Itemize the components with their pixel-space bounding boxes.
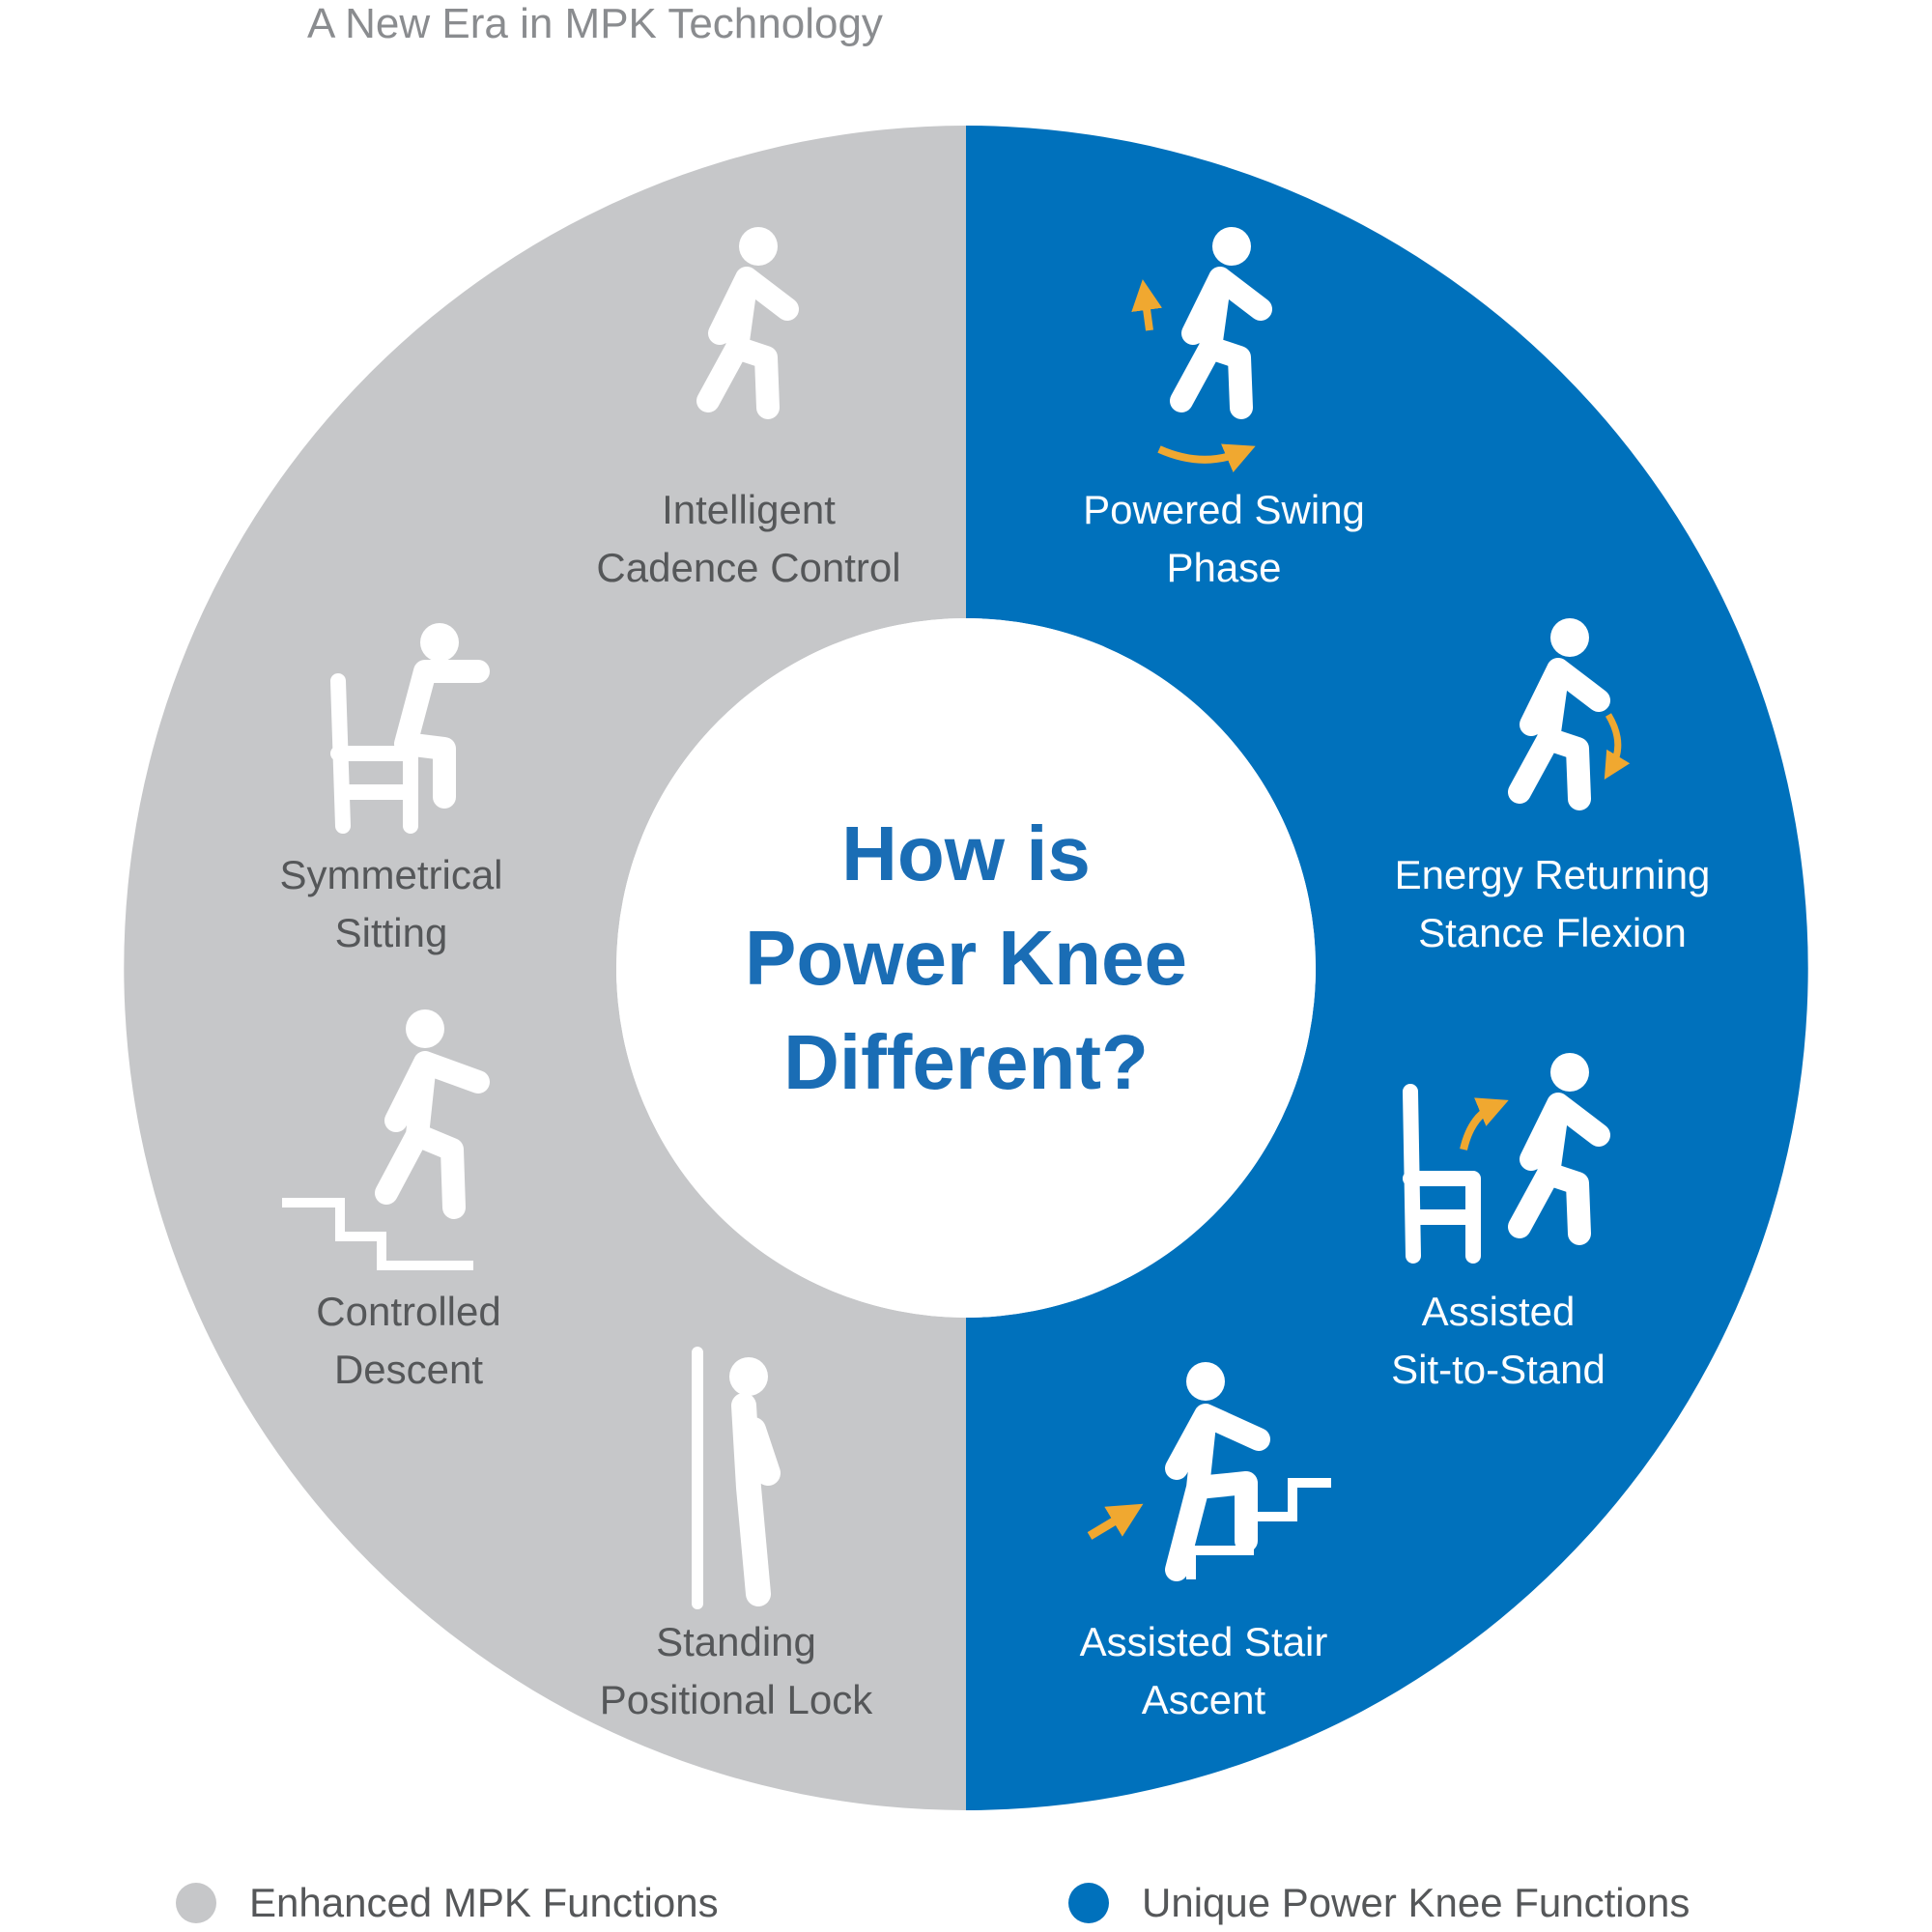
function-label-line-2: Stance Flexion [1418, 910, 1687, 955]
legend-unique: Unique Power Knee Functions [1068, 1874, 1690, 1932]
function-label-line-1: Assisted Stair [1079, 1619, 1328, 1664]
unique-function-label: Assisted Sit-to-Stand [1295, 1283, 1701, 1399]
function-label-line-2: Positional Lock [599, 1677, 873, 1722]
center-title: How is Power Knee Different? [618, 802, 1314, 1115]
enhanced-function-label: Standing Positional Lock [533, 1613, 939, 1729]
center-title-line-2: Power Knee [745, 915, 1187, 1001]
function-label-line-2: Ascent [1141, 1677, 1266, 1722]
standing-lock-icon [692, 1347, 781, 1609]
legend-enhanced: Enhanced MPK Functions [176, 1874, 719, 1932]
center-title-line-3: Different? [783, 1019, 1149, 1105]
enhanced-function-label: Controlled Descent [206, 1283, 611, 1399]
unique-half-ring [966, 126, 1808, 1810]
sit-to-stand-icon [1403, 1053, 1599, 1264]
header-title: A New Era in MPK Technology [307, 0, 883, 47]
stair-ascent-icon [1087, 1362, 1331, 1581]
center-title-line-1: How is [841, 810, 1091, 896]
enhanced-function-label: Symmetrical Sitting [188, 846, 594, 962]
function-label-line-2: Sit-to-Stand [1391, 1347, 1605, 1392]
unique-function-label: Energy Returning Stance Flexion [1350, 846, 1755, 962]
function-label-line-1: Standing [656, 1619, 816, 1664]
legend-dot-enhanced [176, 1883, 216, 1923]
legend-dot-unique [1068, 1883, 1109, 1923]
legend-enhanced-label: Enhanced MPK Functions [249, 1880, 719, 1925]
legend-unique-label: Unique Power Knee Functions [1142, 1880, 1690, 1925]
sitting-person-icon [330, 623, 490, 834]
unique-function-label: Powered Swing Phase [1021, 481, 1427, 597]
center-disc [616, 618, 1316, 1318]
stair-descent-icon [282, 1009, 490, 1270]
function-label-line-1: Energy Returning [1394, 852, 1711, 897]
function-label-line-2: Cadence Control [596, 545, 901, 590]
function-label-line-2: Phase [1166, 545, 1282, 590]
stance-flexion-icon [1520, 618, 1631, 799]
function-label-line-1: Assisted [1421, 1289, 1576, 1334]
function-label-line-1: Powered Swing [1083, 487, 1365, 532]
function-label-line-2: Descent [333, 1347, 484, 1392]
enhanced-function-label: Intelligent Cadence Control [546, 481, 952, 597]
powered-swing-icon [1131, 227, 1261, 472]
function-label-line-2: Sitting [334, 910, 448, 955]
function-label-line-1: Controlled [316, 1289, 501, 1334]
function-label-line-1: Symmetrical [279, 852, 503, 897]
function-label-line-1: Intelligent [662, 487, 836, 532]
unique-function-label: Assisted Stair Ascent [1001, 1613, 1406, 1729]
